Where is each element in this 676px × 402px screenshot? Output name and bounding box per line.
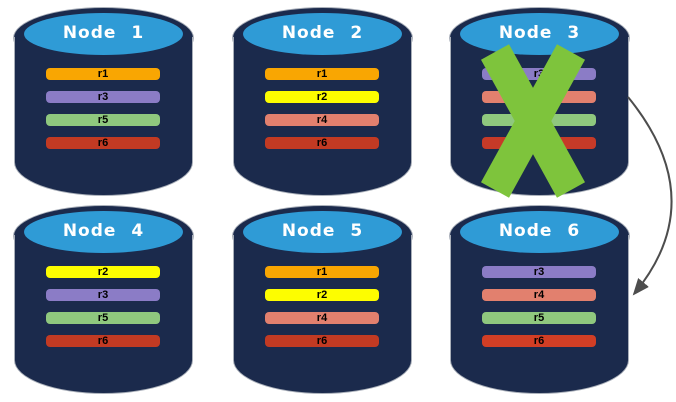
node-title: Node 3 (498, 23, 581, 43)
replica-list: r1 r3 r5 r6 (46, 68, 160, 160)
node-title: Node 5 (281, 221, 364, 241)
replica-bar: r1 (265, 68, 379, 80)
replica-bar: r1 (46, 68, 160, 80)
node-title: Node 6 (498, 221, 581, 241)
replica-label: r6 (97, 137, 109, 149)
replica-bar: r5 (46, 312, 160, 324)
replica-label: r5 (97, 114, 109, 126)
replica-bar: r6 (46, 137, 160, 149)
replica-label: r3 (97, 289, 109, 301)
replica-bar: r4 (265, 312, 379, 324)
replica-list: r2 r3 r5 r6 (46, 266, 160, 358)
replica-label: r2 (316, 91, 328, 103)
node-title: Node 2 (281, 23, 364, 43)
node-4: Node 4 r2 r3 r5 r6 (14, 206, 193, 394)
replica-list: r3 r4 r5 r6 (482, 266, 596, 358)
replica-bar: r3 (46, 289, 160, 301)
replica-label: r6 (97, 335, 109, 347)
replica-label: r1 (97, 68, 109, 80)
replica-bar: r2 (46, 266, 160, 278)
replica-label: r4 (316, 312, 328, 324)
replica-bar: r5 (482, 312, 596, 324)
replica-label: r4 (533, 289, 545, 301)
replica-label: r6 (316, 137, 328, 149)
replica-bar: r6 (265, 335, 379, 347)
replica-bar: r4 (482, 289, 596, 301)
arrow-path (627, 96, 673, 296)
replica-bar: r1 (265, 266, 379, 278)
node-2: Node 2 r1 r2 r4 r6 (233, 8, 412, 196)
cylinder-face: Node 5 (243, 211, 402, 253)
replica-label: r6 (533, 335, 545, 347)
cylinder-face: Node 4 (24, 211, 183, 253)
node-title: Node 1 (62, 23, 145, 43)
replica-bar: r2 (265, 289, 379, 301)
replica-label: r1 (316, 266, 328, 278)
replica-label: r1 (316, 68, 328, 80)
node-1: Node 1 r1 r3 r5 r6 (14, 8, 193, 196)
replica-list: r1 r2 r4 r6 (265, 68, 379, 160)
replica-bar: r3 (482, 266, 596, 278)
node-6: Node 6 r3 r4 r5 r6 (450, 206, 629, 394)
replica-bar: r2 (265, 91, 379, 103)
node-3: Node 3 r3 (450, 8, 629, 198)
replica-bar: r6 (265, 137, 379, 149)
cylinder-face: Node 1 (24, 13, 183, 55)
replica-label: r5 (533, 312, 545, 324)
replica-label: r3 (97, 91, 109, 103)
replica-label: r2 (97, 266, 109, 278)
replica-bar: r3 (46, 91, 160, 103)
replica-label: r5 (97, 312, 109, 324)
replica-bar: r5 (46, 114, 160, 126)
replica-label: r4 (316, 114, 328, 126)
node-title: Node 4 (62, 221, 145, 241)
replica-label: r2 (316, 289, 328, 301)
cylinder-face: Node 3 (460, 13, 619, 55)
replica-list: r1 r2 r4 r6 (265, 266, 379, 358)
replica-bar: r6 (482, 335, 596, 347)
node-5: Node 5 r1 r2 r4 r6 (233, 206, 412, 394)
replica-label: r3 (533, 68, 545, 80)
replica-bar: r4 (265, 114, 379, 126)
failure-cross-icon (480, 44, 586, 198)
replica-label: r3 (533, 266, 545, 278)
replica-bar: r6 (46, 335, 160, 347)
replica-label: r6 (316, 335, 328, 347)
cylinder-face: Node 2 (243, 13, 402, 55)
cylinder-face: Node 6 (460, 211, 619, 253)
